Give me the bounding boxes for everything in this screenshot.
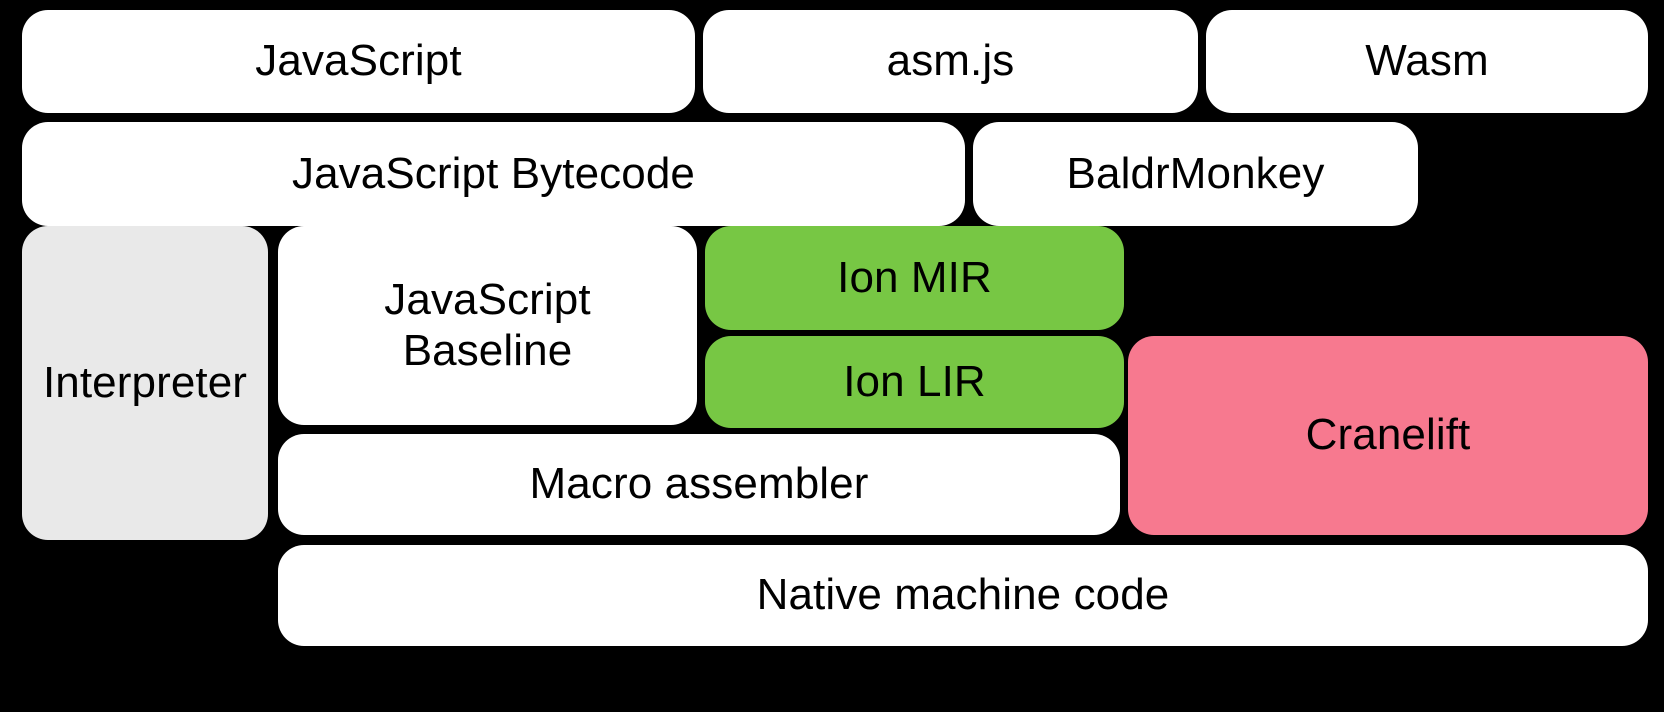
- node-label-macro-assembler: Macro assembler: [529, 459, 869, 509]
- node-macro-assembler[interactable]: Macro assembler: [278, 434, 1120, 535]
- node-label-native-machine-code: Native machine code: [756, 570, 1170, 620]
- node-native-machine-code[interactable]: Native machine code: [278, 545, 1648, 646]
- node-label-ion-mir: Ion MIR: [837, 252, 992, 302]
- node-label-javascript-bytecode: JavaScript Bytecode: [292, 148, 695, 198]
- node-wasm[interactable]: Wasm: [1206, 10, 1648, 113]
- node-label-cranelift: Cranelift: [1305, 410, 1471, 460]
- node-baldrmonkey[interactable]: BaldrMonkey: [973, 122, 1418, 226]
- node-label-javascript-baseline: JavaScript Baseline: [384, 275, 591, 375]
- node-ion-lir[interactable]: Ion LIR: [705, 336, 1124, 428]
- node-interpreter[interactable]: Interpreter: [22, 226, 268, 540]
- node-label-asmjs: asm.js: [886, 36, 1015, 86]
- node-label-baldrmonkey: BaldrMonkey: [1066, 148, 1325, 198]
- node-javascript-bytecode[interactable]: JavaScript Bytecode: [22, 122, 965, 226]
- node-cranelift[interactable]: Cranelift: [1128, 336, 1648, 535]
- node-asmjs[interactable]: asm.js: [703, 10, 1198, 113]
- node-javascript[interactable]: JavaScript: [22, 10, 695, 113]
- node-label-wasm: Wasm: [1365, 36, 1489, 86]
- node-label-ion-lir: Ion LIR: [843, 356, 986, 406]
- node-label-javascript: JavaScript: [255, 36, 462, 86]
- node-label-interpreter: Interpreter: [42, 357, 248, 407]
- node-javascript-baseline[interactable]: JavaScript Baseline: [278, 226, 697, 425]
- node-ion-mir[interactable]: Ion MIR: [705, 226, 1124, 330]
